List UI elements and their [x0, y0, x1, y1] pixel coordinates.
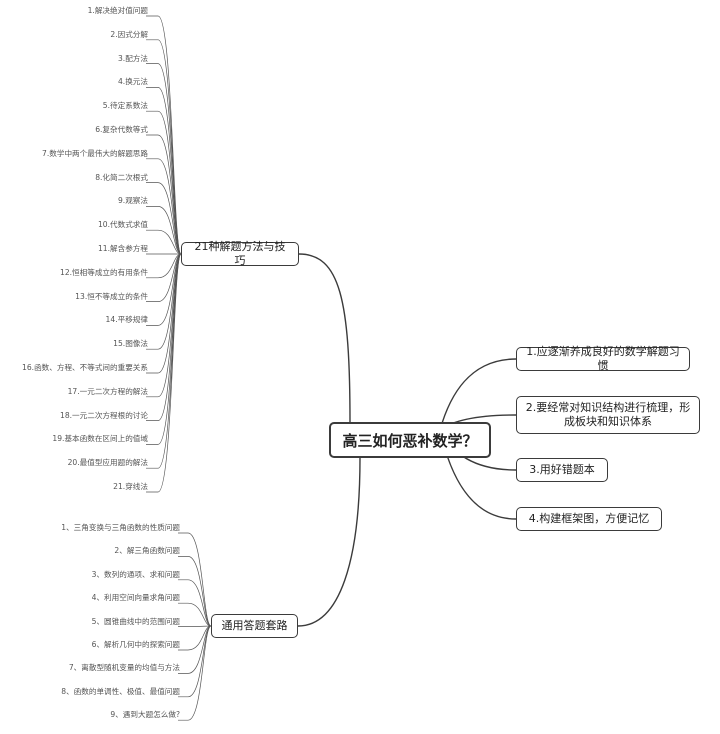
method-item[interactable]: 7.数学中两个最伟大的解题思路 — [42, 148, 148, 158]
method-item[interactable]: 20.最值型应用题的解法 — [67, 458, 148, 468]
routine-connector — [178, 556, 212, 627]
method-item[interactable]: 2.因式分解 — [110, 29, 148, 39]
root-node[interactable]: 高三如何恶补数学？ — [329, 422, 491, 458]
method-item[interactable]: 16.函数、方程、不等式间的重要关系 — [22, 363, 148, 372]
routine-item[interactable]: 7、离散型随机变量的均值与方法 — [68, 663, 180, 673]
method-connector — [146, 253, 182, 279]
right-branch-2-label: 2.要经常对知识结构进行梳理，形成板块和知识体系 — [525, 401, 691, 428]
method-item[interactable]: 9.观察法 — [117, 196, 148, 206]
right-branch-2[interactable]: 2.要经常对知识结构进行梳理，形成板块和知识体系 — [516, 396, 700, 434]
root-label: 高三如何恶补数学？ — [342, 431, 478, 450]
routine-item[interactable]: 8、函数的单调性、极值、最值问题 — [61, 686, 180, 696]
method-item[interactable]: 18.一元二次方程根的讨论 — [59, 410, 148, 420]
branch-routines-label: 通用答题套路 — [221, 619, 288, 632]
routine-item[interactable]: 3、数列的通项、求和问题 — [91, 569, 180, 579]
method-item[interactable]: 6.复杂代数等式 — [95, 125, 148, 134]
method-item[interactable]: 12.恒相等成立的有用条件 — [59, 267, 148, 277]
right-branch-1-label: 1.应逐渐养成良好的数学解题习惯 — [526, 345, 680, 372]
method-item[interactable]: 1.解决绝对值问题 — [87, 6, 148, 15]
method-item[interactable]: 5.待定系数法 — [102, 101, 148, 111]
routine-item[interactable]: 9、遇到大题怎么做? — [110, 710, 180, 720]
method-item[interactable]: 11.解含参方程 — [97, 244, 148, 253]
routine-item[interactable]: 1、三角变换与三角函数的性质问题 — [61, 523, 180, 532]
method-item[interactable]: 10.代数式求值 — [97, 220, 148, 230]
routine-connector — [178, 625, 212, 698]
routine-item[interactable]: 2、解三角函数问题 — [114, 546, 180, 556]
method-item[interactable]: 4.换元法 — [117, 77, 148, 87]
method-item[interactable]: 15.图像法 — [113, 339, 148, 349]
right-branch-4[interactable]: 4.构建框架图，方便记忆 — [516, 507, 662, 531]
method-item[interactable]: 21.穿线法 — [113, 482, 148, 491]
branch-methods[interactable]: 21种解题方法与技巧 — [181, 240, 299, 267]
routine-connector — [178, 625, 212, 674]
branch-routines[interactable]: 通用答题套路 — [211, 614, 298, 638]
method-item[interactable]: 8.化简二次根式 — [95, 172, 148, 182]
right-branch-4-label: 4.构建框架图，方便记忆 — [528, 512, 650, 525]
method-connector — [146, 206, 182, 255]
method-connector — [146, 253, 182, 493]
method-item[interactable]: 19.基本函数在区间上的值域 — [52, 434, 148, 444]
connector-root-routines — [297, 457, 361, 627]
right-branch-3-label: 3.用好错题本 — [529, 463, 595, 476]
routine-connector — [178, 625, 212, 651]
method-item[interactable]: 14.平移规律 — [105, 315, 148, 325]
method-item[interactable]: 3.配方法 — [117, 53, 148, 63]
right-branch-3[interactable]: 3.用好错题本 — [516, 458, 608, 482]
routine-connector — [178, 625, 212, 627]
routine-connector — [178, 579, 212, 627]
routine-item[interactable]: 6、解析几何中的探索问题 — [91, 640, 180, 649]
branch-methods-label: 21种解题方法与技巧 — [194, 240, 286, 267]
routine-item[interactable]: 4、利用空间向量求角问题 — [91, 593, 180, 603]
routine-connector — [178, 602, 212, 627]
method-connector — [146, 253, 182, 302]
connector-root-right-1 — [439, 358, 517, 431]
method-connector — [146, 229, 182, 255]
connector-root-methods — [298, 253, 351, 423]
method-item[interactable]: 13.恒不等成立的条件 — [75, 291, 148, 301]
right-branch-1[interactable]: 1.应逐渐养成良好的数学解题习惯 — [516, 345, 690, 372]
routine-item[interactable]: 5、圆锥曲线中的范围问题 — [91, 616, 180, 626]
method-item[interactable]: 17.一元二次方程的解法 — [67, 386, 148, 396]
